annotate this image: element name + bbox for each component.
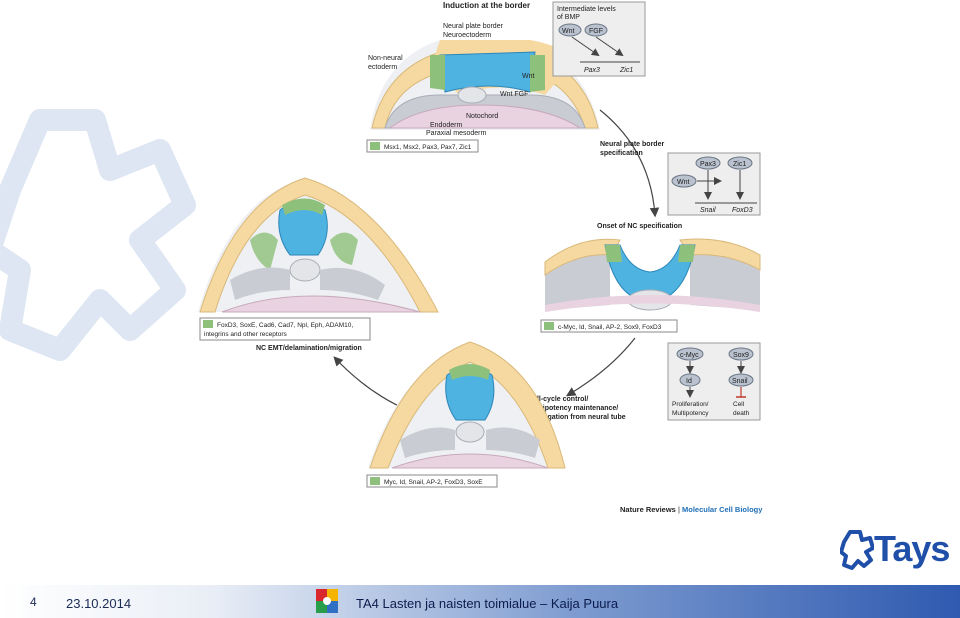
left-legend-box [199,317,371,341]
emt-label: NC EMT/delamination/migration [256,345,362,352]
spec-label-1: Neural plate border [600,141,664,148]
legend-swatch [370,477,380,485]
bmp-gene-pax3: Pax3 [584,67,600,74]
neuroectoderm-label: Neuroectoderm [443,32,491,39]
spec-pax3-text: Pax3 [700,161,716,168]
onset-embryo [544,238,761,312]
wnt-label: Wnt [522,73,535,80]
spec-gene-foxd3: FoxD3 [732,207,753,214]
spec-pax3-node [695,156,721,170]
flow-arrow-1 [599,109,660,218]
bmp-line2: of BMP [557,14,580,21]
bmp-wnt-node [558,23,582,37]
credit-journal: Molecular Cell Biology [682,505,763,514]
legend-swatch [203,320,213,328]
segregation-embryo [368,341,566,469]
non-neural-label: Non-neural [368,55,403,62]
bmp-gene-zic1: Zic1 [619,67,633,74]
bmp-wnt-text: Wnt [562,28,575,35]
slide-number: 4 [30,595,37,609]
credit-line: Nature Reviews | Molecular Cell Biology [620,505,763,514]
flow-arrow-2 [565,337,636,397]
spec-zic1-node [727,156,753,170]
sox9-text: Sox9 [733,352,749,359]
wnt-fgf-label: Wnt FGF [500,91,528,98]
sox9-node [728,347,754,361]
induction-embryo [370,40,600,130]
cycle-label-2: multipotency maintenance/ [528,405,618,412]
legend-swatch [544,322,554,330]
bmp-fgf-text: FGF [589,28,603,35]
cycle-label-3: Segregation from neural tube [528,414,626,421]
cycle-label-1: Cell-cycle control/ [528,396,588,403]
tays-star-icon [839,530,875,570]
emt-embryo [198,177,439,313]
organization-emblem-icon [316,589,338,613]
left-legend-line2: integrins and other receptors [204,331,287,338]
prolif-line2: Multipotency [672,410,709,417]
ectoderm-label: ectoderm [368,64,397,71]
legend-swatch [370,142,380,150]
bmp-fgf-node [584,23,608,37]
cmyc-node [676,347,704,361]
id-text: Id [686,378,692,385]
neural-plate-border-label: Neural plate border [443,23,504,30]
credit-separator: | [676,505,682,514]
footer-date: 23.10.2014 [66,596,132,611]
onset-legend-box [540,319,678,333]
footer-bar: 4 23.10.2014 TA4 Lasten ja naisten toimi… [0,585,960,618]
bmp-line1: Intermediate levels [557,6,616,13]
cmyc-text: c-Myc [680,352,699,359]
snail-node [728,373,754,387]
death-line2: death [733,410,750,417]
left-legend-line1: FoxD3, SoxE, Cad6, Cad7, Npl, Eph, ADAM1… [217,322,353,329]
induction-title: Induction at the border [443,1,530,10]
bottom-legend-text: Myc, Id, Snail, AP-2, FoxD3, SoxE [384,479,483,486]
id-node [679,373,701,387]
credit-nature-reviews: Nature Reviews [620,505,676,514]
top-legend-text: Msx1, Msx2, Pax3, Pax7, Zic1 [384,144,472,151]
tays-logo-text: Tays [874,528,950,569]
notochord-label: Notochord [466,113,498,120]
onset-label: Onset of NC specification [597,223,682,230]
paraxial-mesoderm-label: Paraxial mesoderm [426,130,486,137]
endoderm-label: Endoderm [430,122,462,129]
bottom-legend-box [366,474,498,488]
top-legend-box [366,139,479,153]
snail-text: Snail [732,378,748,385]
death-line1: Cell [733,401,745,408]
onset-legend-text: c-Myc, Id, Snail, AP-2, Sox9, FoxD3 [558,324,662,331]
spec-gene-snail: Snail [700,207,716,214]
spec-wnt-node [671,174,697,188]
prolif-line1: Proliferation/ [672,401,709,408]
tays-logo: Tays [839,528,952,572]
spec-zic1-text: Zic1 [733,161,746,168]
spec-wnt-text: Wnt [677,179,690,186]
footer-title: TA4 Lasten ja naisten toimialue – Kaija … [356,596,619,611]
spec-label-2: specification [600,150,643,157]
